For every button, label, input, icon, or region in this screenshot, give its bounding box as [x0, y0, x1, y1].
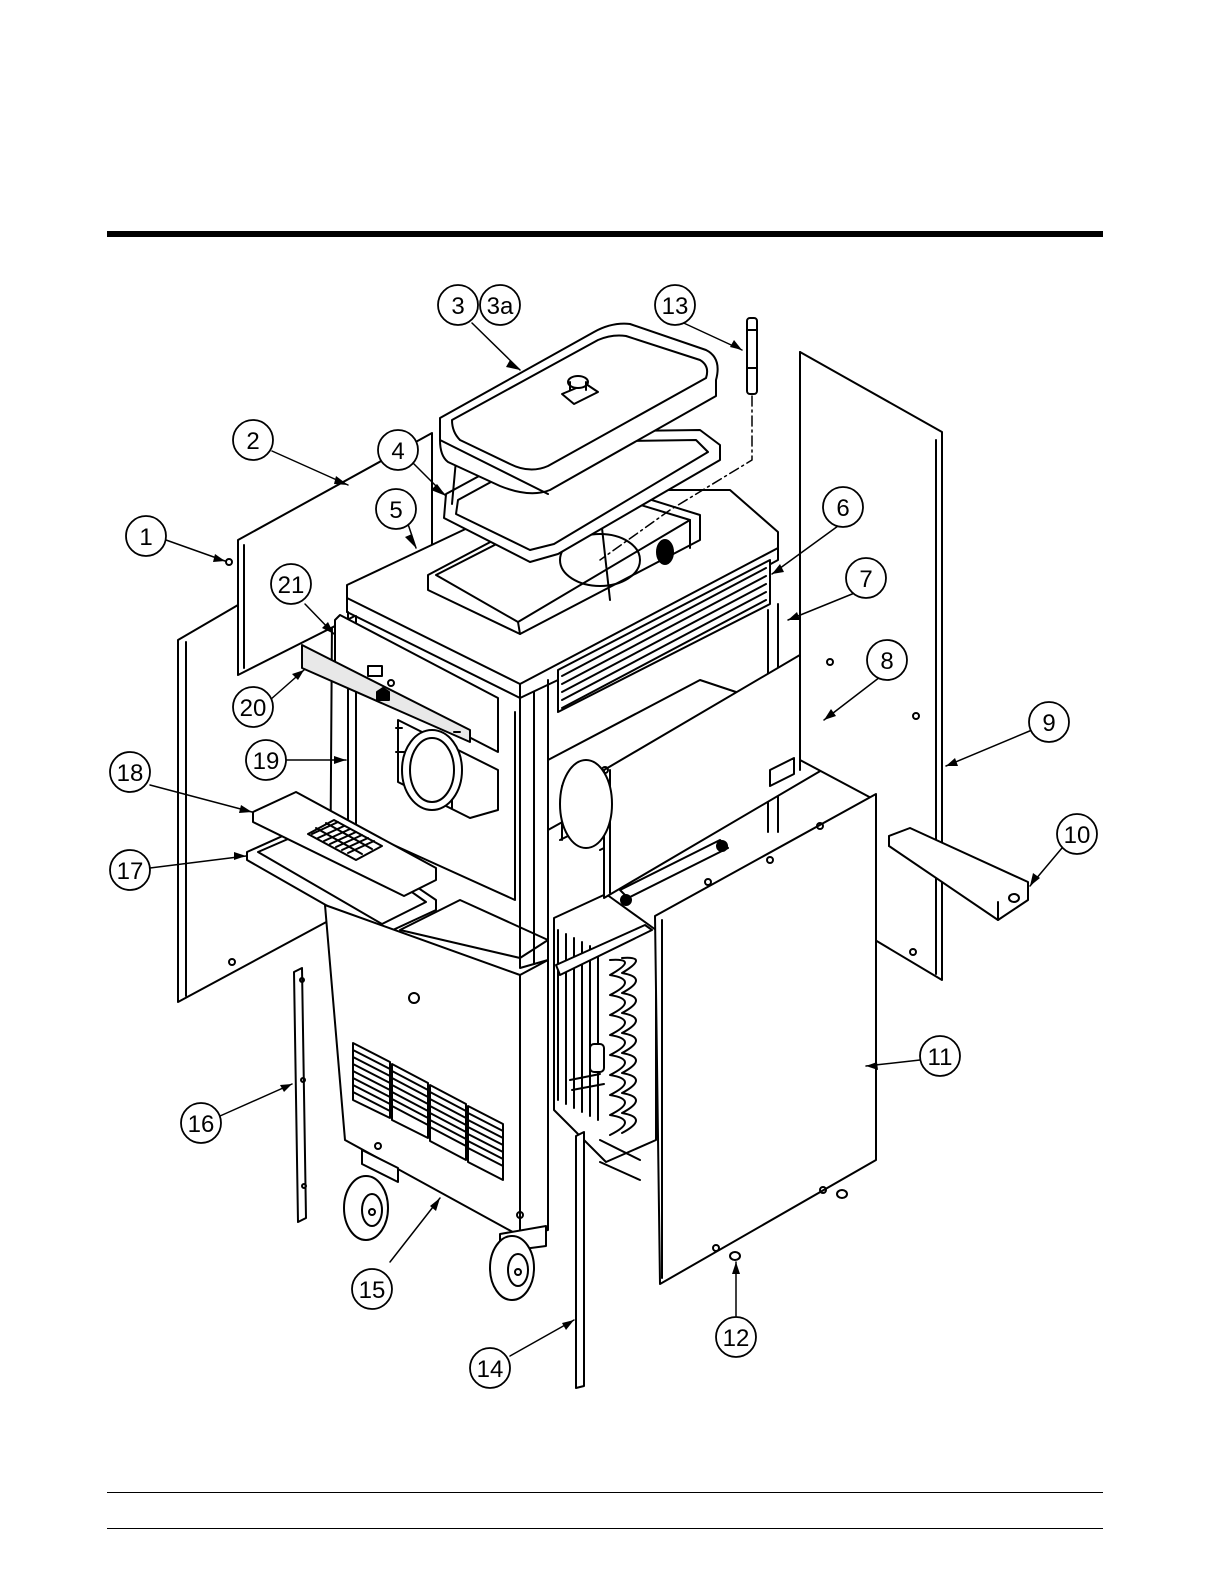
small-screw [226, 559, 232, 565]
callout-label-18: 18 [117, 760, 144, 787]
callout-9: 9 [1029, 702, 1069, 742]
callout-2: 2 [233, 420, 273, 460]
callout-label-17: 17 [117, 858, 144, 885]
front-left-caster [344, 1150, 398, 1240]
callout-15: 15 [352, 1269, 392, 1309]
callout-5: 5 [376, 489, 416, 529]
callout-18: 18 [110, 752, 150, 792]
callout-label-16: 16 [188, 1111, 215, 1138]
callout-6: 6 [823, 487, 863, 527]
callout-label-5: 5 [389, 497, 402, 524]
callout-4: 4 [378, 430, 418, 470]
front-right-caster [490, 1226, 546, 1300]
callout-label-2: 2 [246, 428, 259, 455]
callout-label-4: 4 [391, 438, 404, 465]
callout-7: 7 [846, 558, 886, 598]
callout-20: 20 [233, 687, 273, 727]
callout-label-10: 10 [1064, 822, 1091, 849]
condenser [554, 894, 656, 1180]
callout-label-3: 3 [451, 293, 464, 320]
callout-label-11: 11 [928, 1044, 953, 1071]
callout-label-12: 12 [723, 1325, 750, 1352]
callout-label-13: 13 [662, 293, 689, 320]
callout-12: 12 [716, 1317, 756, 1357]
callout-label-19: 19 [253, 748, 280, 775]
callout-label-8: 8 [880, 648, 893, 675]
left-trim-strip [294, 968, 306, 1222]
callout-10: 10 [1057, 814, 1097, 854]
callout-21: 21 [271, 564, 311, 604]
callout-label-3a: 3a [487, 293, 514, 320]
callout-13: 13 [655, 285, 695, 325]
callout-label-7: 7 [859, 566, 872, 593]
callout-19: 19 [246, 740, 286, 780]
callout-label-20: 20 [240, 695, 267, 722]
callout-16: 16 [181, 1103, 221, 1143]
callout-label-6: 6 [836, 495, 849, 522]
callout-1: 1 [126, 516, 166, 556]
callout-3a: 3a [480, 285, 520, 325]
callout-14: 14 [470, 1348, 510, 1388]
callout-label-21: 21 [278, 572, 305, 599]
callout-label-1: 1 [139, 524, 152, 551]
front-trim-strip [576, 1132, 584, 1388]
callout-3: 3 [438, 285, 478, 325]
callout-17: 17 [110, 850, 150, 890]
callout-label-14: 14 [477, 1356, 504, 1383]
callout-label-9: 9 [1042, 710, 1055, 737]
callout-8: 8 [867, 640, 907, 680]
callout-11: 11 [920, 1036, 960, 1076]
callout-label-15: 15 [359, 1277, 386, 1304]
